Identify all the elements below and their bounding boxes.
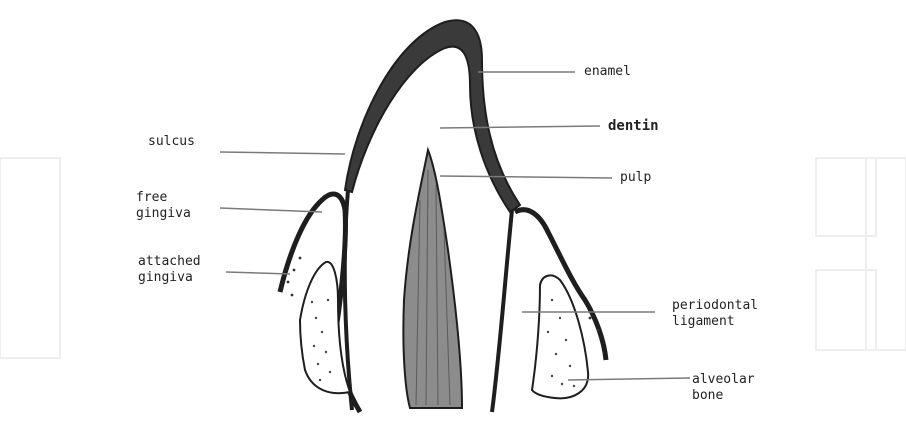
- label-pulp: pulp: [620, 170, 651, 186]
- label-dentin: dentin: [608, 118, 659, 134]
- label-free-gingiva-line2: gingiva: [136, 206, 191, 222]
- label-sulcus: sulcus: [148, 134, 195, 150]
- label-free-gingiva: free gingiva: [136, 190, 191, 222]
- label-alveolar-bone-line1: alveolar: [692, 372, 755, 388]
- label-periodontal-ligament: periodontal ligament: [672, 298, 758, 330]
- label-attached-gingiva: attached gingiva: [138, 254, 201, 286]
- label-alveolar-bone: alveolar bone: [692, 372, 755, 404]
- label-free-gingiva-line1: free: [136, 190, 191, 206]
- leader-free-gingiva: [220, 208, 322, 212]
- label-periodontal-ligament-line2: ligament: [672, 314, 758, 330]
- leader-attached-gingiva: [226, 272, 290, 274]
- label-enamel: enamel: [584, 64, 631, 80]
- label-alveolar-bone-line2: bone: [692, 388, 755, 404]
- label-attached-gingiva-line2: gingiva: [138, 270, 201, 286]
- leader-sulcus: [220, 152, 345, 154]
- label-periodontal-ligament-line1: periodontal: [672, 298, 758, 314]
- label-attached-gingiva-line1: attached: [138, 254, 201, 270]
